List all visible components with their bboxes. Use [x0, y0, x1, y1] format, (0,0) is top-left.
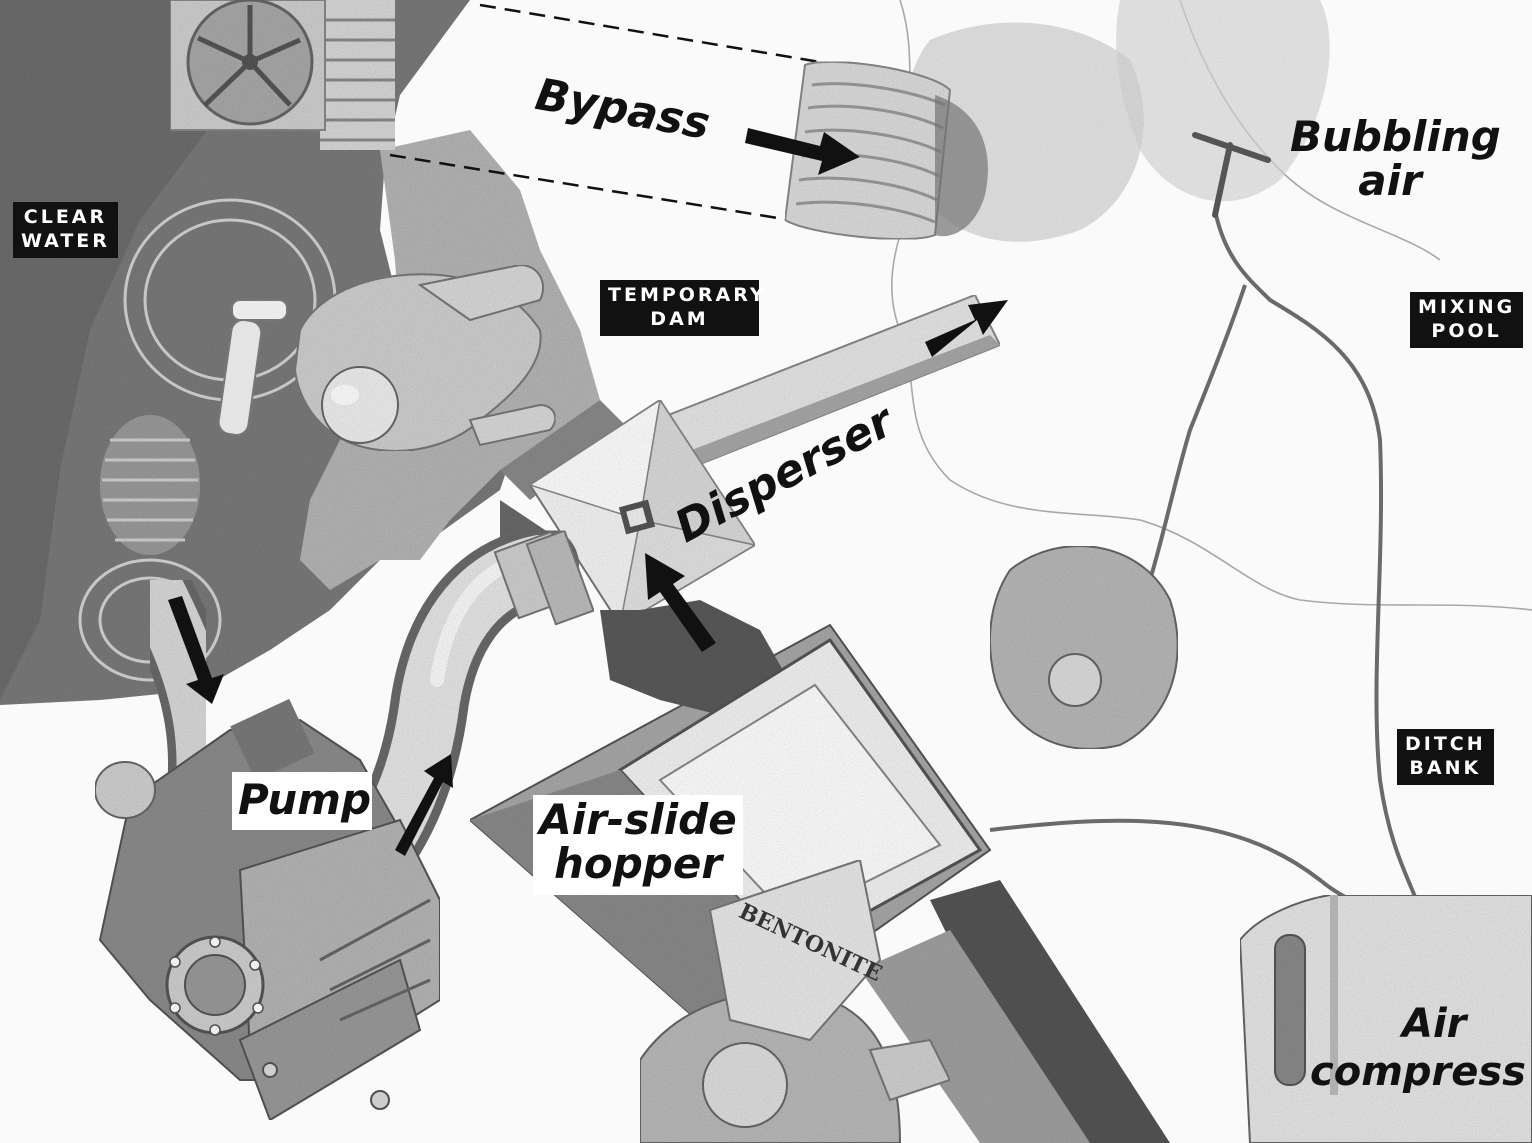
ditch-bank-line1: DITCH	[1405, 733, 1486, 757]
air-compressor-line1: Air	[1310, 1003, 1532, 1045]
air-compressor-label: Air compress	[1310, 1003, 1532, 1093]
temporary-dam-label: TEMPORARY DAM	[600, 280, 759, 336]
bubbling-air-line2: air	[1290, 159, 1490, 203]
clear-water-line1: CLEAR	[21, 206, 110, 230]
air-compressor-line2: compress	[1310, 1051, 1532, 1093]
intake-screen	[100, 415, 200, 555]
clear-water-label: CLEAR WATER	[13, 202, 118, 258]
ditch-bank-label: DITCH BANK	[1397, 729, 1494, 785]
mixing-pool-line2: POOL	[1418, 320, 1515, 344]
worker-mixing-pool	[990, 546, 1178, 749]
temporary-dam-line2: DAM	[608, 308, 751, 332]
mixing-pool-label: MIXING POOL	[1410, 292, 1523, 348]
clear-water-line2: WATER	[21, 230, 110, 254]
ditch-bank-line2: BANK	[1405, 757, 1486, 781]
pump-label: Pump	[238, 778, 371, 822]
mixing-pool-line1: MIXING	[1418, 296, 1515, 320]
air-slide-hopper-line2: hopper	[538, 842, 738, 886]
pipe-culvert-left	[170, 0, 395, 150]
bubbling-air-label: Bubbling air	[1290, 115, 1490, 203]
bubbling-air-line1: Bubbling	[1290, 115, 1490, 159]
temporary-dam-line1: TEMPORARY	[608, 284, 751, 308]
air-slide-hopper-line1: Air-slide	[538, 798, 738, 842]
air-slide-hopper-label: Air-slide hopper	[538, 798, 738, 886]
